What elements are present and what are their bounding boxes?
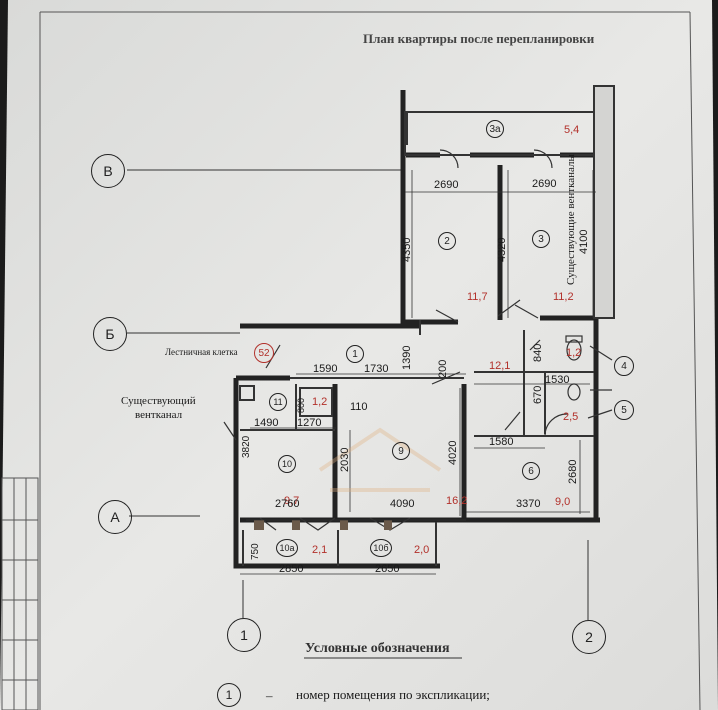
room-number-3a: 3а bbox=[486, 120, 504, 138]
dim-800: 800 bbox=[296, 397, 306, 413]
dim-2760: 2760 bbox=[275, 498, 300, 510]
room-number-6: 6 bbox=[522, 462, 540, 480]
dim-3370: 3370 bbox=[516, 498, 541, 510]
vent-label-line1: Существующий bbox=[121, 395, 196, 407]
legend-dash: – bbox=[266, 688, 273, 703]
room-area-5: 2,5 bbox=[563, 411, 579, 423]
dim-3820: 3820 bbox=[241, 435, 252, 458]
axis-marker-2: 2 bbox=[572, 620, 606, 654]
room-area-2: 11,7 bbox=[467, 291, 488, 303]
dim-2690-left: 2690 bbox=[434, 179, 459, 191]
room-number-11: 11 bbox=[269, 393, 287, 411]
dim-1390: 1390 bbox=[401, 345, 413, 370]
dim-2030: 2030 bbox=[339, 447, 351, 472]
room-number-1: 1 bbox=[346, 345, 364, 363]
dim-1490: 1490 bbox=[254, 417, 279, 429]
legend-heading: Условные обозначения bbox=[305, 641, 450, 656]
room-area-3a: 5,4 bbox=[564, 124, 580, 136]
room-number-10: 10 bbox=[278, 455, 296, 473]
dim-2650: 2650 bbox=[375, 563, 400, 575]
dim-4090: 4090 bbox=[390, 498, 415, 510]
room-number-9: 9 bbox=[392, 442, 410, 460]
axis-marker-b: Б bbox=[93, 317, 127, 351]
dim-840: 840 bbox=[532, 343, 544, 362]
dim-1530: 1530 bbox=[545, 374, 570, 386]
room-area-3: 11,2 bbox=[553, 291, 574, 303]
dim-1580: 1580 bbox=[489, 436, 514, 448]
dim-4020: 4020 bbox=[447, 440, 459, 465]
room-number-10b: 10б bbox=[370, 539, 392, 557]
dim-110: 110 bbox=[350, 401, 368, 413]
room-area-10b: 2,0 bbox=[414, 544, 430, 556]
dim-1270: 1270 bbox=[297, 417, 322, 429]
stair-number: 52 bbox=[254, 343, 274, 363]
dim-4100: 4100 bbox=[578, 229, 590, 254]
dim-750: 750 bbox=[250, 543, 261, 560]
dim-4320: 4320 bbox=[496, 237, 508, 262]
dim-2680: 2680 bbox=[567, 459, 579, 484]
axis-marker-a: А bbox=[98, 500, 132, 534]
room-area-6: 9,0 bbox=[555, 496, 571, 508]
dim-200: 200 bbox=[437, 359, 449, 378]
room-area-11: 1,2 bbox=[312, 396, 328, 408]
room-area-9: 16,2 bbox=[446, 495, 468, 507]
room-number-2: 2 bbox=[438, 232, 456, 250]
dim-4350: 4350 bbox=[401, 237, 413, 262]
room-number-5: 5 bbox=[614, 400, 634, 420]
room-area-4: 1,2 bbox=[566, 347, 582, 359]
room-area-10: 9,7 bbox=[284, 495, 300, 507]
room-number-3: 3 bbox=[532, 230, 550, 248]
axis-marker-v: В bbox=[91, 154, 125, 188]
dim-670: 670 bbox=[532, 385, 544, 404]
dim-1730: 1730 bbox=[364, 363, 389, 375]
dim-2850: 2850 bbox=[279, 563, 304, 575]
dim-1590: 1590 bbox=[313, 363, 338, 375]
legend-symbol: 1 bbox=[217, 683, 241, 707]
legend-text: номер помещения по экспликации; bbox=[296, 687, 490, 702]
vent-label-line2: вентканал bbox=[135, 409, 183, 421]
stair-label: Лестничная клетка bbox=[165, 347, 238, 357]
vent-right-label: Существующие вентканалы bbox=[565, 154, 577, 285]
room-area-1: 12,1 bbox=[489, 360, 511, 372]
room-number-4: 4 bbox=[614, 356, 634, 376]
room-area-10a: 2,1 bbox=[312, 544, 328, 556]
dim-2690-right: 2690 bbox=[532, 178, 557, 190]
room-number-10a: 10а bbox=[276, 539, 298, 557]
axis-marker-1: 1 bbox=[227, 618, 261, 652]
plan-title: План квартиры после перепланировки bbox=[363, 31, 595, 46]
